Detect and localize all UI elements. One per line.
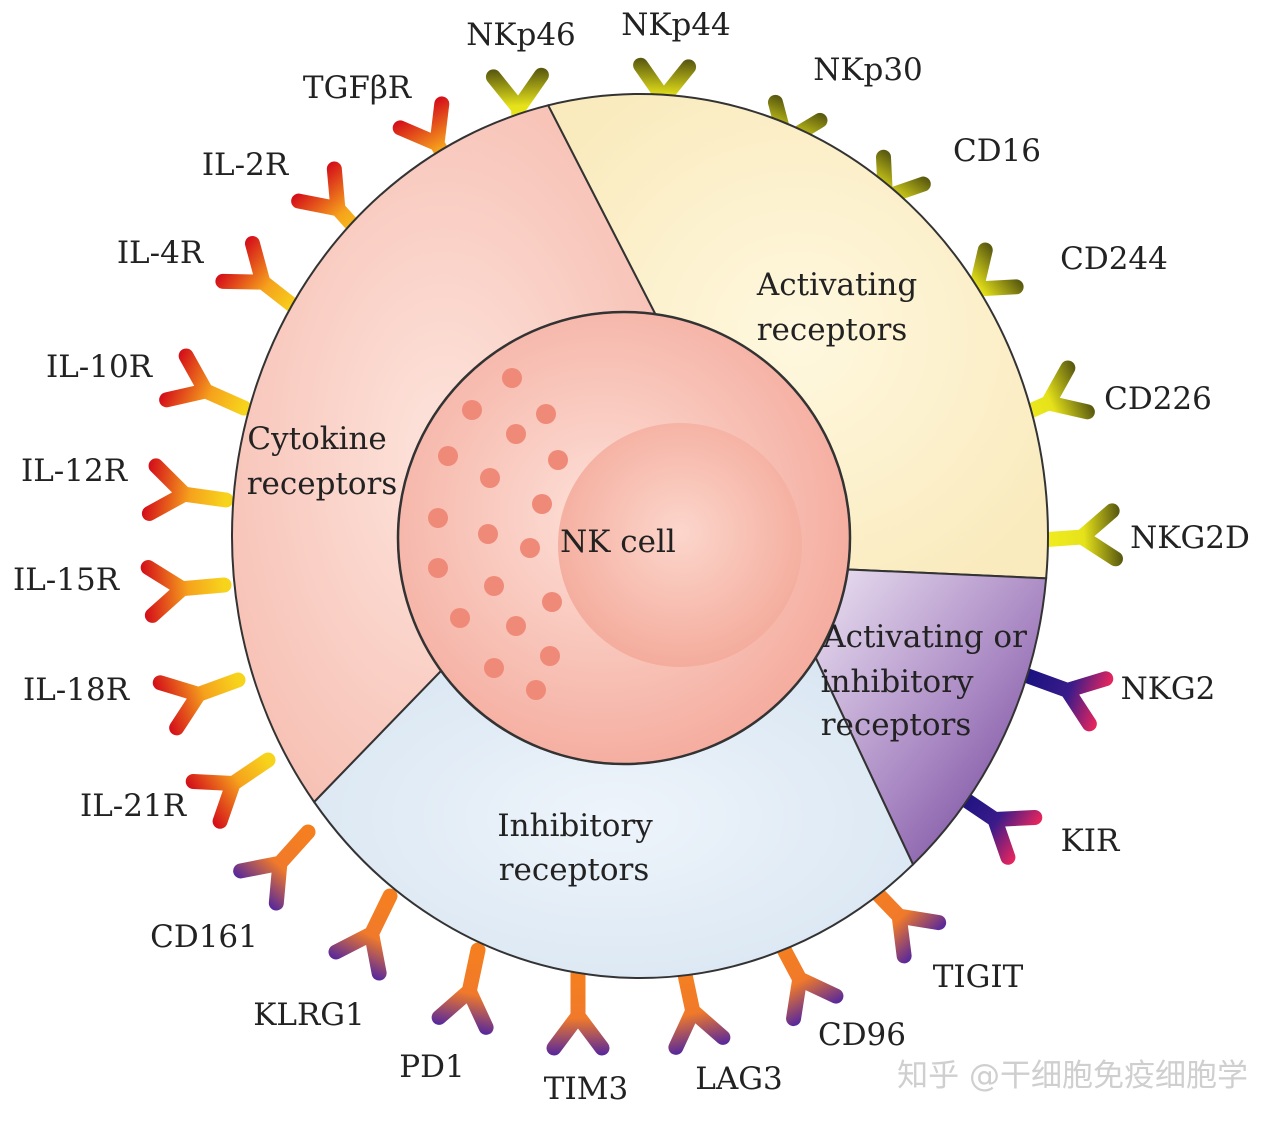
granule	[532, 494, 552, 514]
label-il-4r: IL-4R	[117, 235, 205, 271]
receptor-group	[140, 57, 1123, 1056]
receptor-il-18r	[152, 672, 246, 736]
granule	[542, 592, 562, 612]
label-nkp46: NKp46	[466, 17, 576, 53]
granule	[502, 368, 522, 388]
label-klrg1: KLRG1	[253, 997, 365, 1033]
sector-label-inhibitory: Inhibitory receptors	[497, 808, 662, 888]
granule	[548, 450, 568, 470]
watermark: 知乎 @干细胞免疫细胞学	[897, 1058, 1248, 1094]
granule	[428, 558, 448, 578]
nucleus	[558, 423, 802, 667]
granule	[462, 400, 482, 420]
granule	[480, 468, 500, 488]
receptor-il-4r	[215, 236, 304, 316]
label-nkg2d: NKG2D	[1130, 520, 1250, 556]
label-il-12r: IL-12R	[21, 453, 129, 489]
granule	[438, 446, 458, 466]
receptor-tim3	[546, 966, 610, 1056]
label-cd96: CD96	[818, 1017, 906, 1053]
granule	[450, 608, 470, 628]
label-kir: KIR	[1061, 823, 1121, 859]
label-cd161: CD161	[150, 919, 258, 955]
granule	[428, 508, 448, 528]
granule	[506, 424, 526, 444]
granule	[506, 616, 526, 636]
sector-label-activating-or-inhibitory: Activating or inhibitory receptors	[821, 619, 1037, 743]
receptor-lag3	[668, 962, 731, 1055]
label-tim3: TIM3	[544, 1071, 628, 1107]
granule	[478, 524, 498, 544]
sector-label-cytokine: Cytokine receptors	[247, 421, 398, 502]
label-il-21r: IL-21R	[80, 788, 188, 824]
sector-label-activating: Activating receptors	[756, 267, 927, 348]
granule	[484, 658, 504, 678]
label-cd244: CD244	[1060, 241, 1168, 277]
granules	[428, 368, 568, 700]
membrane-sectors	[231, 93, 1049, 979]
label-tigit: TIGIT	[933, 959, 1024, 995]
label-nkg2: NKG2	[1121, 671, 1216, 707]
receptor-cd161	[233, 824, 316, 911]
receptor-nkg2	[1020, 668, 1114, 732]
granule	[536, 404, 556, 424]
receptor-il-21r	[185, 752, 276, 829]
receptor-il-10r	[159, 348, 252, 416]
label-pd1: PD1	[399, 1049, 464, 1085]
label-nkp44: NKp44	[621, 7, 731, 43]
granule	[540, 646, 560, 666]
label-il-15r: IL-15R	[13, 562, 121, 598]
label-il-18r: IL-18R	[23, 672, 131, 708]
receptor-labels: TGFβR IL-2R IL-4R IL-10R IL-12R IL-15R I…	[13, 7, 1250, 1107]
receptor-il-12r	[141, 458, 234, 521]
label-il-10r: IL-10R	[46, 349, 154, 385]
label-tgfbr: TGFβR	[303, 70, 413, 106]
granule	[484, 576, 504, 596]
label-cd226: CD226	[1104, 381, 1212, 417]
granule	[520, 538, 540, 558]
label-il-2r: IL-2R	[202, 147, 290, 183]
center-label: NK cell	[560, 524, 676, 560]
receptor-il-15r	[140, 560, 232, 623]
label-cd16: CD16	[953, 133, 1041, 169]
granule	[526, 680, 546, 700]
receptor-pd1	[431, 942, 494, 1035]
receptor-nkg2d	[1032, 503, 1123, 567]
receptor-klrg1	[328, 888, 398, 981]
label-lag3: LAG3	[695, 1061, 782, 1097]
label-nkp30: NKp30	[813, 52, 923, 88]
